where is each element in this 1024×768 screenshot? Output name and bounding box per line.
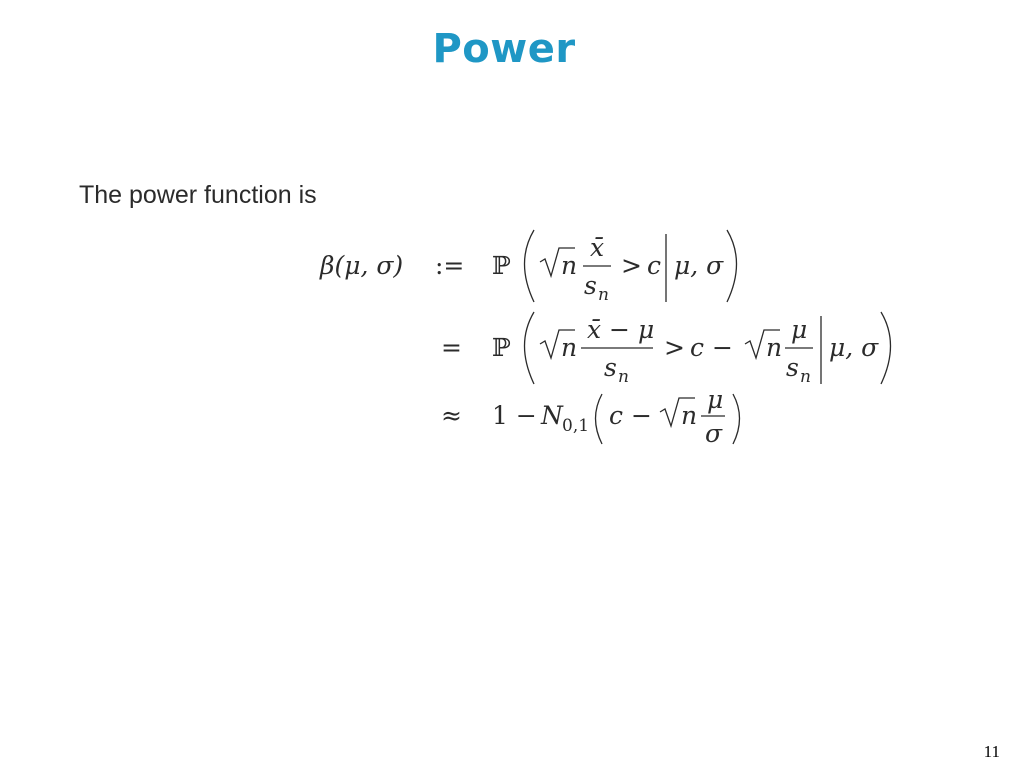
eq-sqrt-1 [539,247,575,279]
eq-gt-2: > [664,333,685,362]
eq-s-1: s [584,271,597,300]
eq-c-1: c [647,251,661,280]
eq-sqrt-4 [659,397,695,429]
eq-prob-symbol-1: ℙ [492,251,511,280]
eq-paren-right-2 [880,311,892,385]
eq-one-minus: 1 − [492,401,537,430]
eq-xbar-1: x̄ [590,233,604,262]
eq-s-sub-1: n [598,285,609,305]
eq-paren-right-1 [726,229,738,303]
eq-xbar-minus-mu: x̄ − μ [587,315,654,344]
eq-sqrt-n-2: n [561,333,577,362]
eq-s-sub-3: n [800,367,811,387]
eq-paren-left-1 [523,229,535,303]
eq-mu-num-3: μ [707,385,723,414]
eq-cond-2: μ, σ [829,333,879,362]
eq-sqrt-n-1: n [561,251,577,280]
intro-text: The power function is [79,181,317,209]
eq-lhs: β(μ, σ) [319,251,403,280]
slide-title: Power [432,26,576,72]
eq-sqrt-3 [744,329,780,361]
eq-N-sub: 0,1 [562,416,589,436]
equation-svg: β(μ, σ) := ℙ n x̄ s n > c μ, σ = ℙ n x̄ … [319,229,892,448]
power-function-equation: β(μ, σ) := ℙ n x̄ s n > c μ, σ = ℙ n x̄ … [315,222,915,462]
eq-op-approx: ≈ [441,401,462,430]
eq-prob-symbol-2: ℙ [492,333,511,362]
eq-N: N [540,401,564,430]
eq-sigma-den: σ [705,419,723,448]
eq-paren-left-2 [523,311,535,385]
page-number: 11 [983,742,1000,761]
eq-c-minus-3: c − [609,401,652,430]
eq-s-2: s [604,353,617,382]
eq-paren-right-3 [732,393,741,445]
eq-sqrt-n-4: n [681,401,697,430]
eq-s-3: s [786,353,799,382]
eq-op-equal: = [441,333,462,362]
eq-op-define: := [435,251,464,280]
eq-mu-num: μ [791,315,807,344]
eq-gt-1: > [621,251,642,280]
eq-sqrt-n-3: n [766,333,782,362]
eq-sqrt-2 [539,329,575,361]
eq-cond-1: μ, σ [674,251,724,280]
eq-s-sub-2: n [618,367,629,387]
eq-paren-left-3 [594,393,603,445]
eq-c-minus-2: c − [690,333,733,362]
